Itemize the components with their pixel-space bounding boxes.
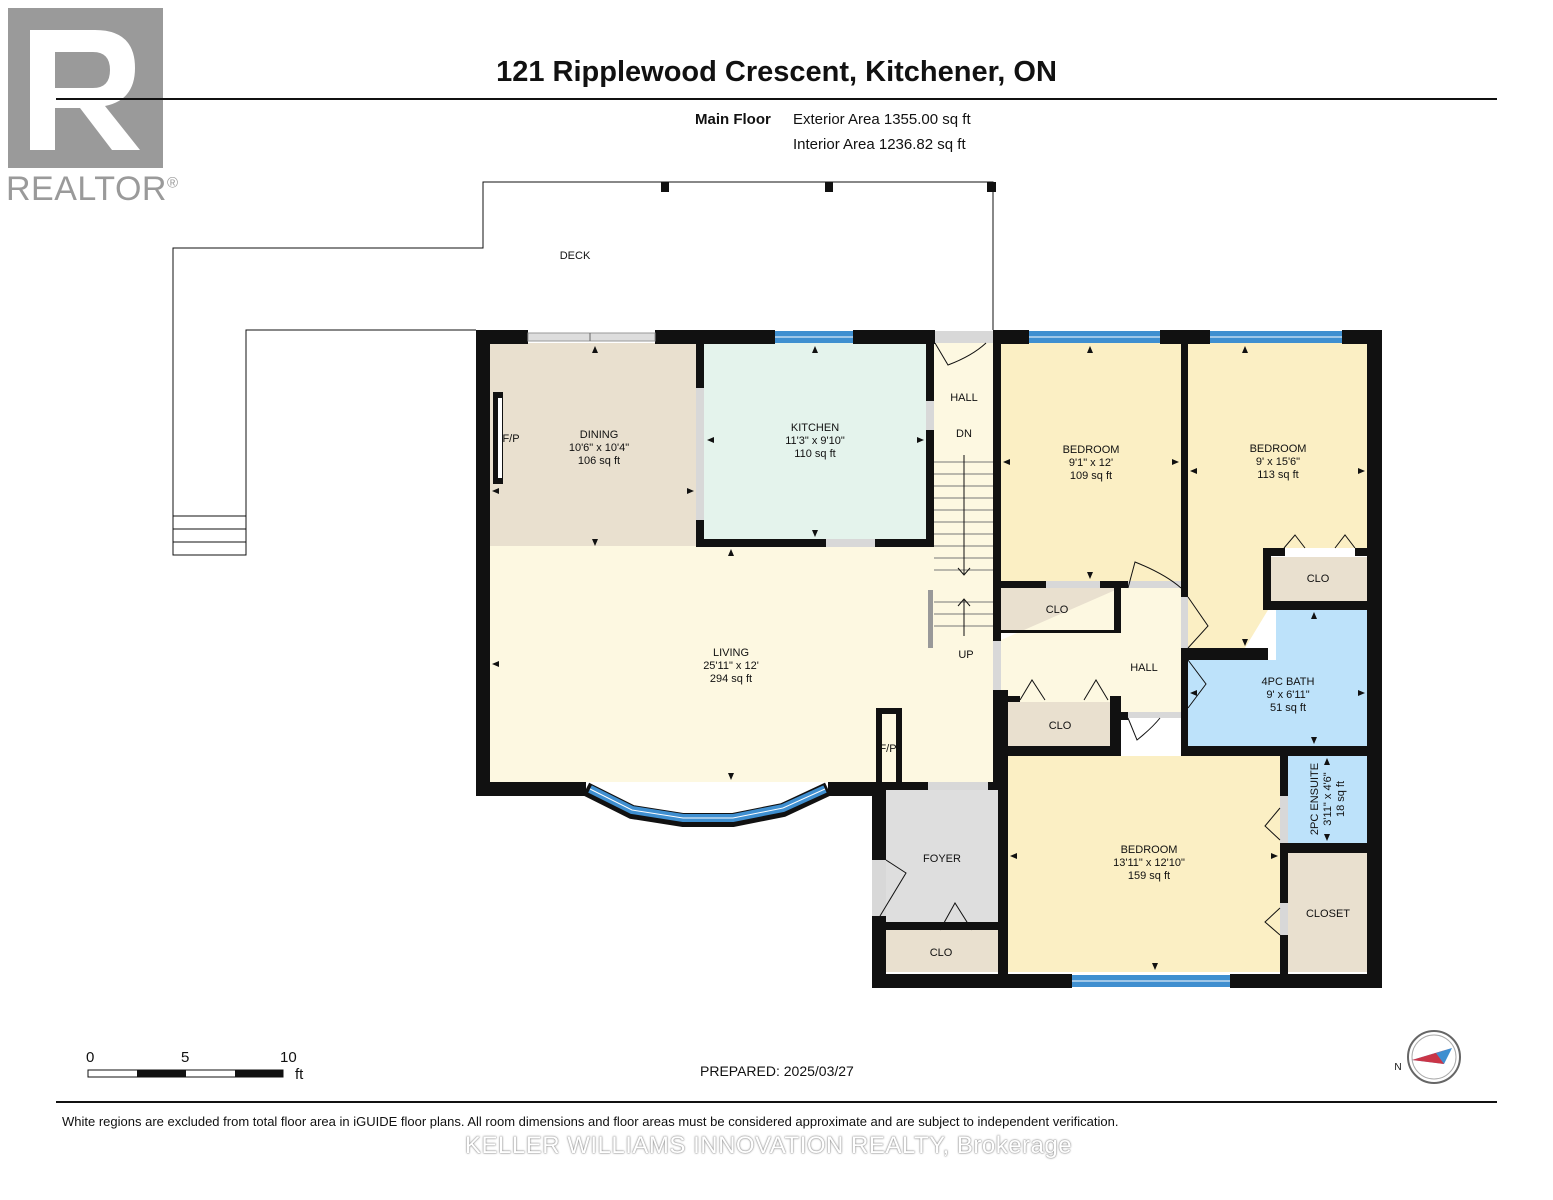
room-label: 159 sq ft: [1128, 870, 1170, 882]
room-label: 11'3" x 9'10": [785, 435, 845, 447]
closet-foyer: [886, 930, 998, 972]
room-label: 51 sq ft: [1270, 702, 1306, 714]
room-label: BEDROOM: [1121, 844, 1178, 856]
room-label: LIVING: [713, 647, 749, 659]
ensuite-2pc: [1288, 756, 1367, 843]
prepared-date: PREPARED: 2025/03/27: [700, 1063, 854, 1079]
room-label: DINING: [580, 429, 619, 441]
room-label: 9'1" x 12': [1069, 457, 1113, 469]
room-label: 110 sq ft: [794, 448, 835, 460]
closet-bedroom-2: [1268, 557, 1367, 601]
brokerage-watermark: KELLER WILLIAMS INNOVATION REALTY, Broke…: [465, 1132, 1073, 1159]
dining-room: [490, 343, 698, 546]
page-title: 121 Ripplewood Crescent, Kitchener, ON: [496, 56, 1057, 88]
room-label: 10'6" x 10'4": [569, 442, 629, 454]
room-label: F/P: [879, 743, 896, 755]
room-label: CLO: [1049, 720, 1072, 732]
room-label: HALL: [950, 392, 978, 404]
room-label: UP: [958, 649, 973, 661]
bedroom-2: [1188, 343, 1367, 648]
room-label: CLO: [1046, 604, 1069, 616]
interior-area: Interior Area 1236.82 sq ft: [793, 136, 966, 153]
room-label: 9' x 6'11": [1266, 689, 1309, 701]
realtor-logo: [8, 8, 163, 168]
room-label: 25'11" x 12': [703, 660, 759, 672]
room-label: FOYER: [923, 853, 961, 865]
deck-post: [987, 182, 996, 192]
scale-label-0: 0: [86, 1049, 95, 1066]
room-label: DN: [956, 428, 972, 440]
bath-4pc: [1188, 610, 1367, 746]
hall-top: [934, 343, 994, 451]
room-label: BEDROOM: [1063, 444, 1120, 456]
compass-icon: [1407, 1030, 1461, 1084]
room-label: 18 sq ft: [1335, 781, 1347, 817]
room-label: 294 sq ft: [710, 673, 752, 685]
exterior-area: Exterior Area 1355.00 sq ft: [793, 111, 971, 128]
closet-hall: [1008, 702, 1114, 746]
room-label: KITCHEN: [791, 422, 839, 434]
room-label: 109 sq ft: [1070, 470, 1112, 482]
closet-master: [1288, 853, 1367, 972]
foyer-room: [886, 790, 998, 922]
room-label: 106 sq ft: [578, 455, 620, 467]
room-label: 13'11" x 12'10": [1113, 857, 1185, 869]
master-bedroom: [1008, 756, 1280, 972]
scale-label-5: 5: [181, 1049, 190, 1066]
room-label: 2PC ENSUITE: [1309, 763, 1321, 835]
room-label: HALL: [1130, 662, 1158, 674]
disclaimer-text: White regions are excluded from total fl…: [62, 1114, 1119, 1129]
deck-label: DECK: [560, 250, 591, 262]
bedroom-1: [1001, 343, 1181, 581]
header-rule: [56, 98, 1497, 100]
scale-unit: ft: [295, 1066, 304, 1083]
room-label: F/P: [502, 433, 519, 445]
room-label: 3'11" x 4'6": [1322, 772, 1334, 825]
floor-name: Main Floor: [695, 111, 771, 128]
scale-label-10: 10: [280, 1049, 297, 1066]
room-label: BEDROOM: [1250, 443, 1307, 455]
realtor-wordmark: REALTOR®: [6, 170, 179, 208]
room-label: CLO: [930, 947, 953, 959]
kitchen-room: [704, 343, 926, 539]
room-label: 9' x 15'6": [1256, 456, 1300, 468]
room-label: CLOSET: [1306, 908, 1350, 920]
room-label: 113 sq ft: [1257, 469, 1298, 481]
room-label: 4PC BATH: [1262, 676, 1315, 688]
compass-north: N: [1394, 1062, 1401, 1073]
deck-post: [661, 182, 669, 192]
living-room: [490, 546, 1000, 782]
scale-bar: [87, 1069, 284, 1078]
dimension-arrows: [492, 346, 1365, 970]
room-label: CLO: [1307, 573, 1330, 585]
deck-post: [825, 182, 833, 192]
deck-outline: [172, 181, 994, 556]
